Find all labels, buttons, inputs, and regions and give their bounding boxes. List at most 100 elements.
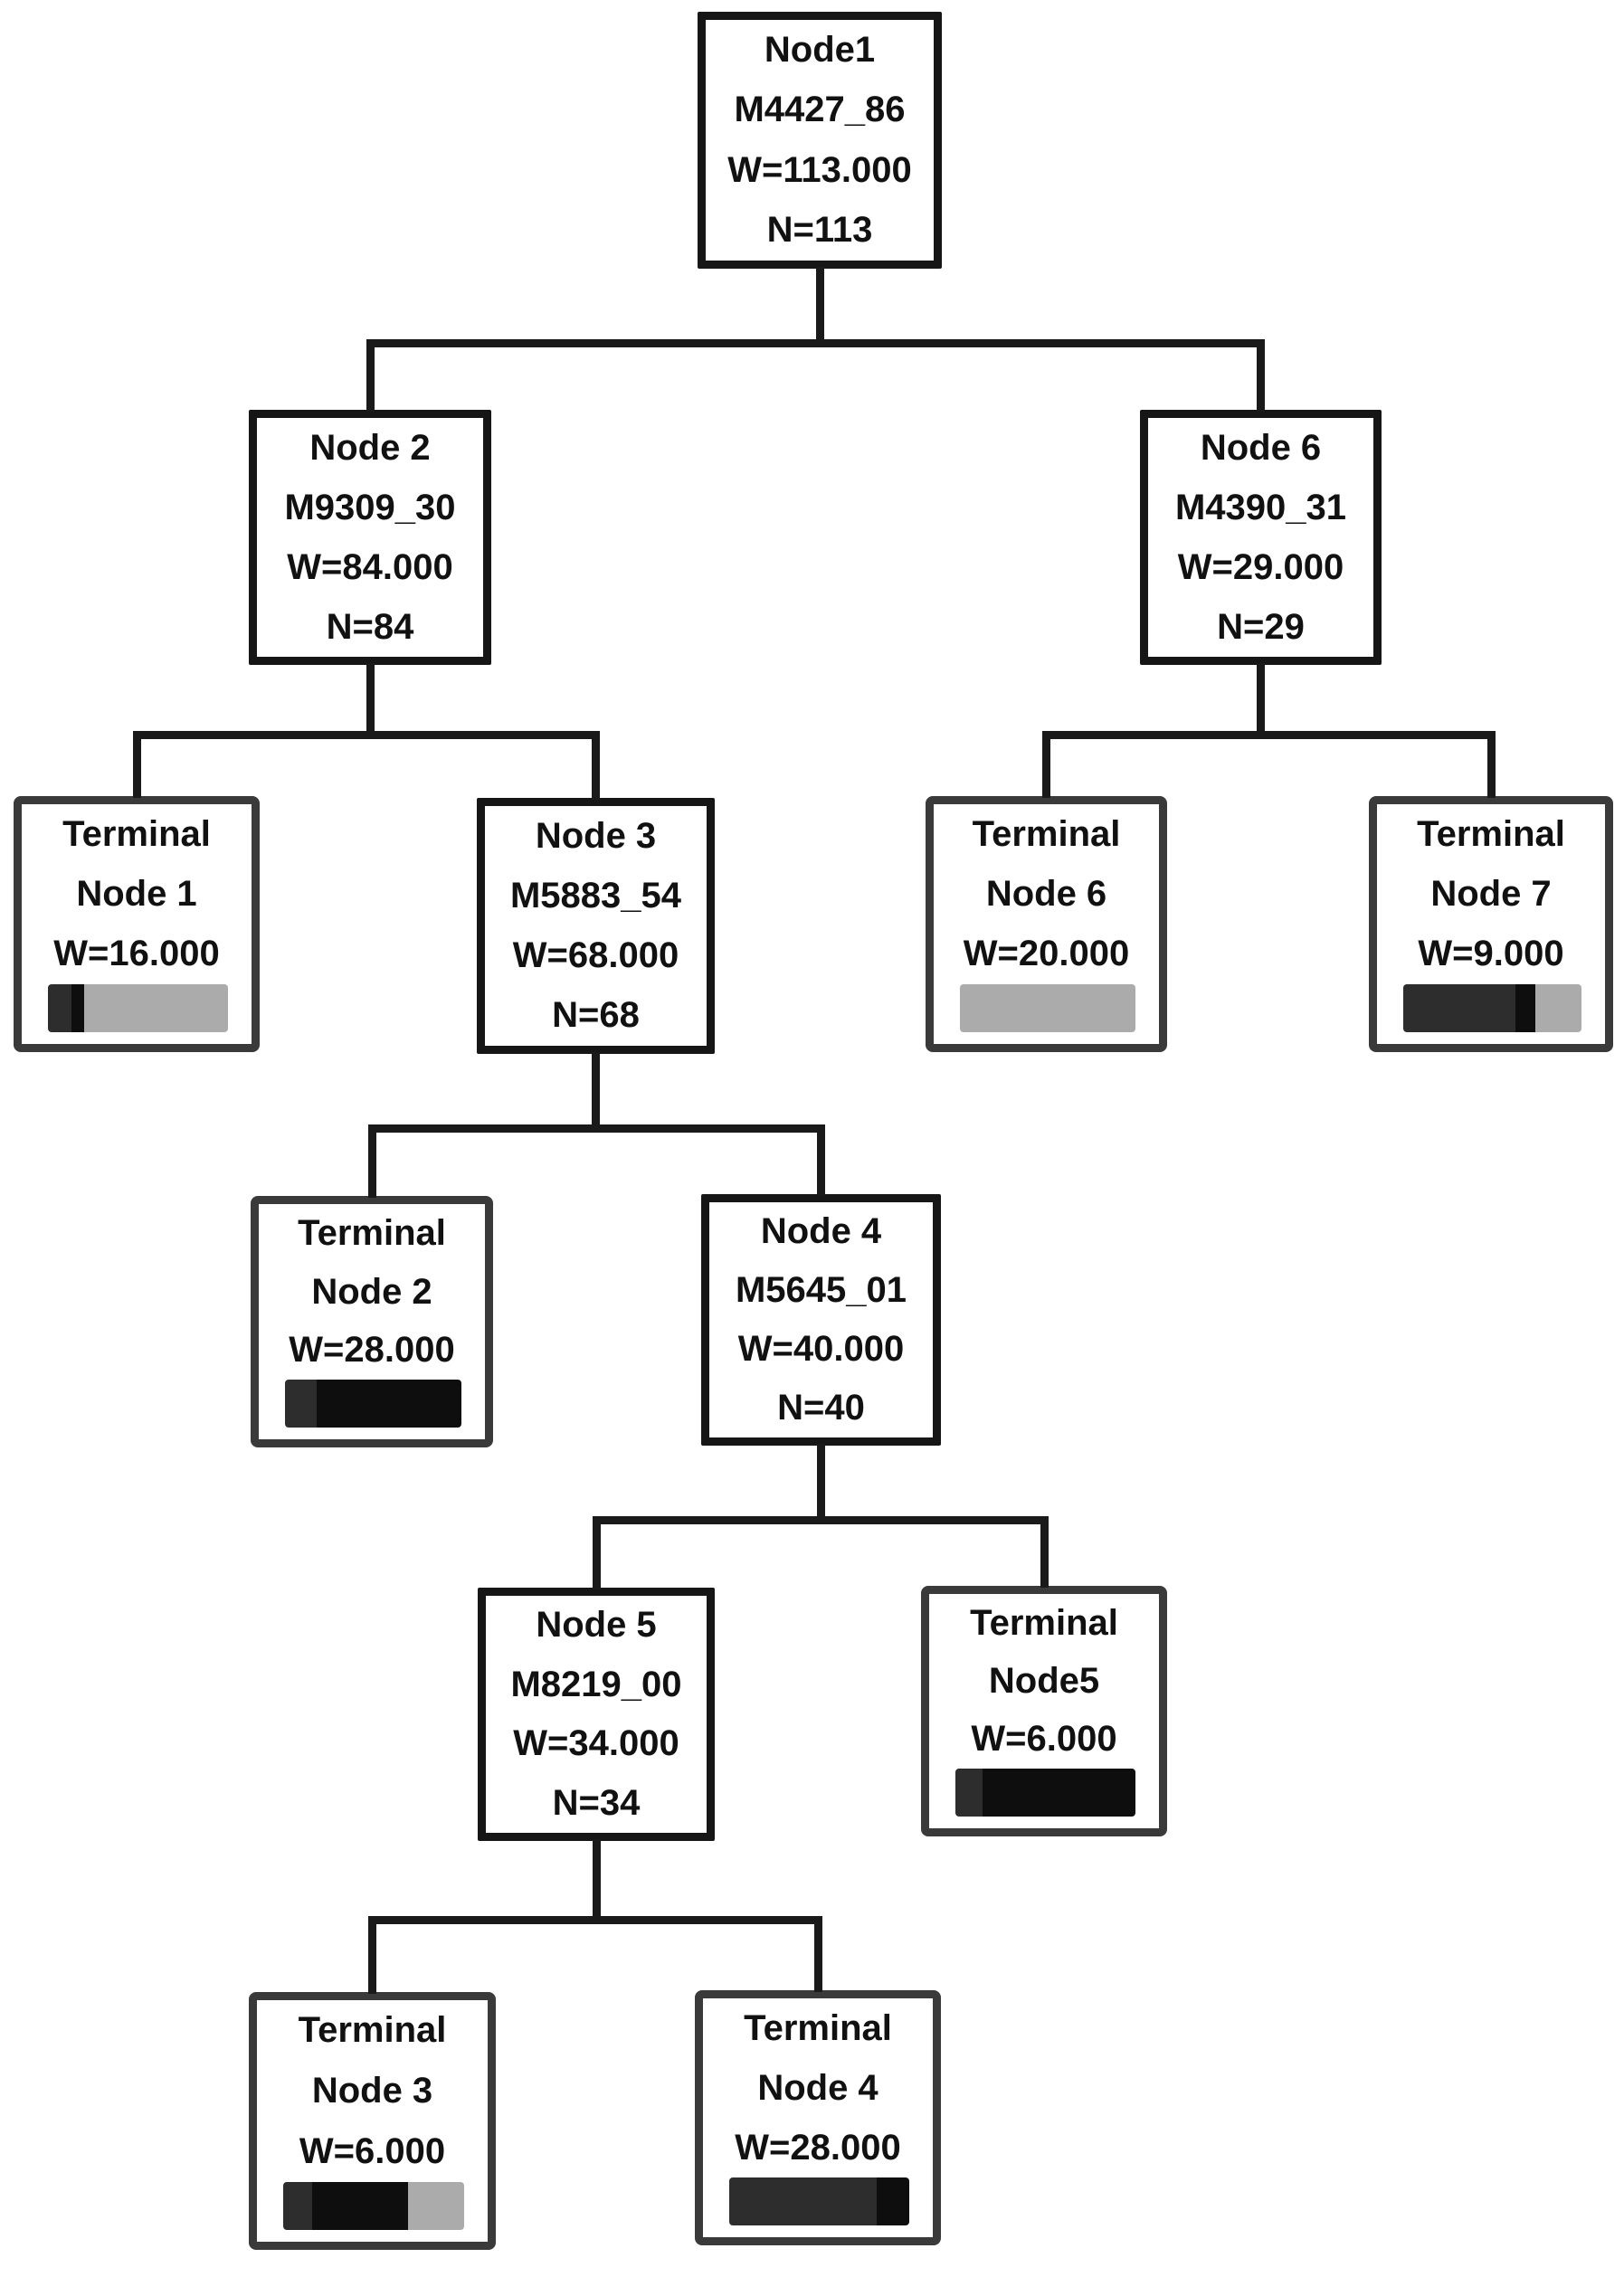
node-text-line: Terminal	[744, 2007, 892, 2048]
node-text-line: N=40	[777, 1388, 865, 1428]
node-text-line: W=28.000	[735, 2127, 901, 2168]
bar-segment-black	[877, 2177, 909, 2225]
node-text-line: Node 4	[760, 1211, 882, 1251]
node-text-line: M5645_01	[735, 1270, 907, 1310]
node-text-line: Node 3	[535, 815, 657, 856]
node-text-line: Node 6	[985, 873, 1107, 914]
node-text-line: Node 7	[1430, 873, 1552, 914]
node-text-line: W=113.000	[727, 149, 912, 190]
node-text-line: Terminal	[298, 1212, 446, 1253]
bar-segment-dark	[1403, 983, 1516, 1032]
connector-segment	[366, 663, 375, 739]
bar-segment-black	[982, 1768, 1135, 1817]
bar-segment-gray	[1534, 983, 1581, 1032]
connector-segment	[368, 1124, 825, 1133]
node-text-line: Node 2	[311, 1271, 432, 1312]
connector-segment	[368, 1916, 822, 1924]
connector-segment	[592, 1052, 600, 1133]
connector-segment	[592, 731, 600, 800]
node-text-line: N=84	[326, 606, 414, 647]
node-text-line: M5883_54	[509, 875, 682, 916]
node-text-line: N=34	[552, 1782, 641, 1823]
node-text-line: W=40.000	[737, 1329, 905, 1369]
connector-segment	[368, 1916, 376, 1994]
node-text-line: Node1	[764, 29, 876, 70]
connector-segment	[593, 1516, 601, 1589]
class-distribution-bar	[1403, 983, 1581, 1032]
node-text-line: M8219_00	[510, 1664, 682, 1704]
bar-segment-dark	[283, 2182, 312, 2230]
class-distribution-bar	[729, 2177, 909, 2225]
connector-segment	[816, 267, 824, 347]
connector-segment	[133, 731, 141, 798]
bar-segment-dark	[285, 1380, 318, 1428]
node-text-line: Node 2	[309, 427, 431, 468]
node-text-line: W=9.000	[1418, 934, 1564, 974]
bar-segment-dark	[729, 2177, 878, 2225]
node-text-line: Terminal	[1417, 813, 1565, 854]
node-text-line: M9309_30	[284, 487, 456, 527]
bar-segment-black	[312, 2182, 408, 2230]
node-text-line: M4390_31	[1174, 487, 1347, 527]
node-text-line: Node 3	[311, 2071, 433, 2111]
connector-segment	[1040, 1516, 1049, 1588]
node-text-line: N=29	[1217, 606, 1305, 647]
node-text-line: Terminal	[970, 1602, 1118, 1643]
node-text-line: Node 4	[757, 2067, 878, 2108]
bar-segment-gray	[960, 983, 1135, 1032]
bar-segment-black	[317, 1380, 461, 1428]
connector-segment	[1257, 663, 1265, 739]
node-text-line: Node 6	[1200, 427, 1322, 468]
connector-segment	[817, 1444, 825, 1524]
node-text-line: Terminal	[62, 813, 211, 854]
bar-segment-gray	[83, 983, 228, 1032]
node-text-line: Terminal	[298, 2010, 447, 2050]
connector-segment	[1487, 731, 1496, 798]
connector-segment	[368, 1124, 376, 1198]
node-text-line: W=34.000	[513, 1723, 679, 1764]
node-text-line: Node5	[988, 1660, 1100, 1701]
node-text-line: Terminal	[972, 813, 1121, 854]
class-distribution-bar	[285, 1380, 461, 1428]
class-distribution-bar	[955, 1768, 1135, 1817]
node-text-line: W=20.000	[963, 934, 1130, 974]
node-text-line: Node 5	[536, 1605, 657, 1646]
connector-segment	[1042, 731, 1496, 739]
bar-segment-dark	[955, 1768, 983, 1817]
node-text-line: W=6.000	[971, 1719, 1117, 1760]
node-text-line: W=84.000	[287, 546, 453, 587]
node-text-line: N=68	[552, 995, 640, 1036]
connector-segment	[593, 1839, 601, 1924]
node-text-line: N=113	[766, 210, 873, 251]
node-text-line: W=6.000	[299, 2131, 446, 2171]
node-text-line: M4427_86	[734, 90, 906, 130]
node-text-line: W=28.000	[289, 1330, 455, 1371]
connector-segment	[817, 1124, 825, 1196]
node-text-line: W=68.000	[512, 935, 679, 976]
connector-segment	[133, 731, 600, 739]
connector-segment	[814, 1916, 822, 1992]
bar-segment-black	[1515, 983, 1535, 1032]
node-text-line: W=29.000	[1177, 546, 1344, 587]
class-distribution-bar	[283, 2182, 464, 2230]
bar-segment-dark	[48, 983, 71, 1032]
class-distribution-bar	[960, 983, 1135, 1032]
node-text-line: Node 1	[76, 873, 197, 914]
connector-segment	[1042, 731, 1050, 798]
node-text-line: W=16.000	[53, 934, 220, 974]
connector-segment	[593, 1516, 1049, 1524]
bar-segment-black	[71, 983, 84, 1032]
connector-segment	[1257, 339, 1265, 412]
class-distribution-bar	[48, 983, 228, 1032]
